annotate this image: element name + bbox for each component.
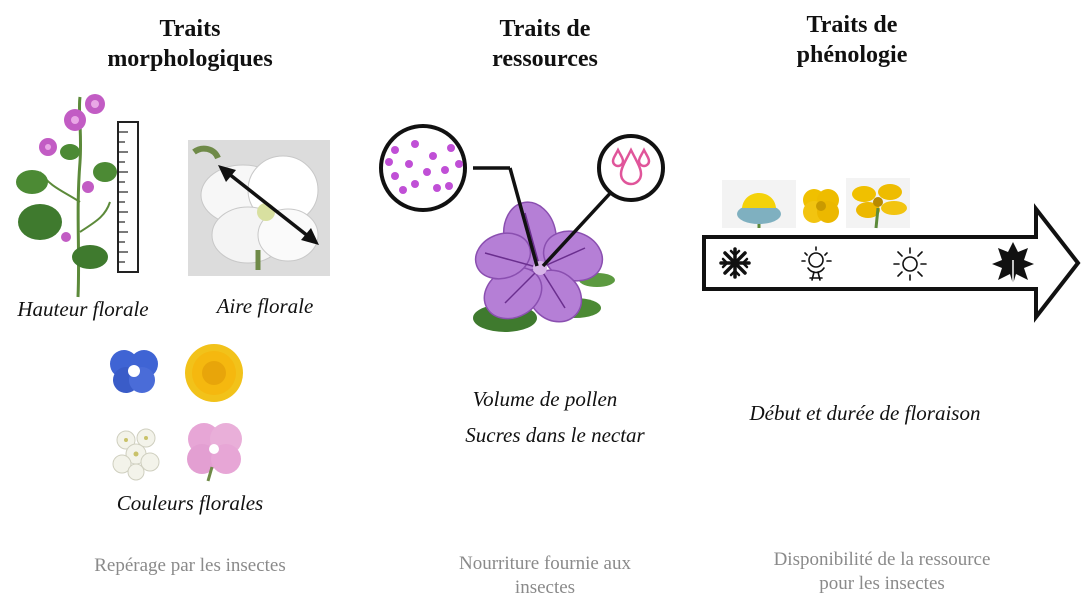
nectar-label: Sucres dans le nectar	[465, 423, 645, 447]
yellow-dandelion-flower-image	[185, 344, 243, 402]
white-hawthorn-flower-image	[112, 428, 160, 481]
colors-label: Couleurs florales	[116, 491, 264, 515]
mallow-resources-figure	[379, 124, 665, 332]
resources-title: Traits de ressources	[492, 16, 598, 72]
blue-veronica-flower-image	[110, 350, 158, 393]
height-label: Hauteur florale	[17, 297, 149, 321]
white-flower-area-image	[188, 140, 330, 276]
pollen-label: Volume de pollen	[472, 387, 618, 411]
sun-icon	[893, 247, 927, 281]
sun-rising-icon	[801, 246, 832, 281]
pink-geranium-flower-image	[187, 423, 242, 482]
buttercup-late-image	[846, 178, 910, 229]
snowflake-icon	[719, 247, 751, 279]
morphology-title: Traits morphologiques	[107, 16, 273, 72]
phenology-note: Disponibilité de la ressource pour les i…	[773, 549, 991, 594]
morphology-note: Repérage par les insectes	[94, 555, 286, 576]
flowering-label: Début et durée de floraison	[749, 401, 981, 425]
autumn-leaf-icon	[992, 242, 1034, 284]
phenology-title: Traits de phénologie	[796, 12, 908, 68]
resources-note: Nourriture fournie aux insectes	[459, 553, 631, 598]
buttercup-bud-image	[722, 180, 796, 228]
area-label: Aire florale	[216, 294, 314, 318]
timeline-arrow	[702, 203, 1081, 323]
mallow-plant-with-ruler-image	[16, 94, 139, 298]
buttercup-open-image	[803, 189, 839, 223]
